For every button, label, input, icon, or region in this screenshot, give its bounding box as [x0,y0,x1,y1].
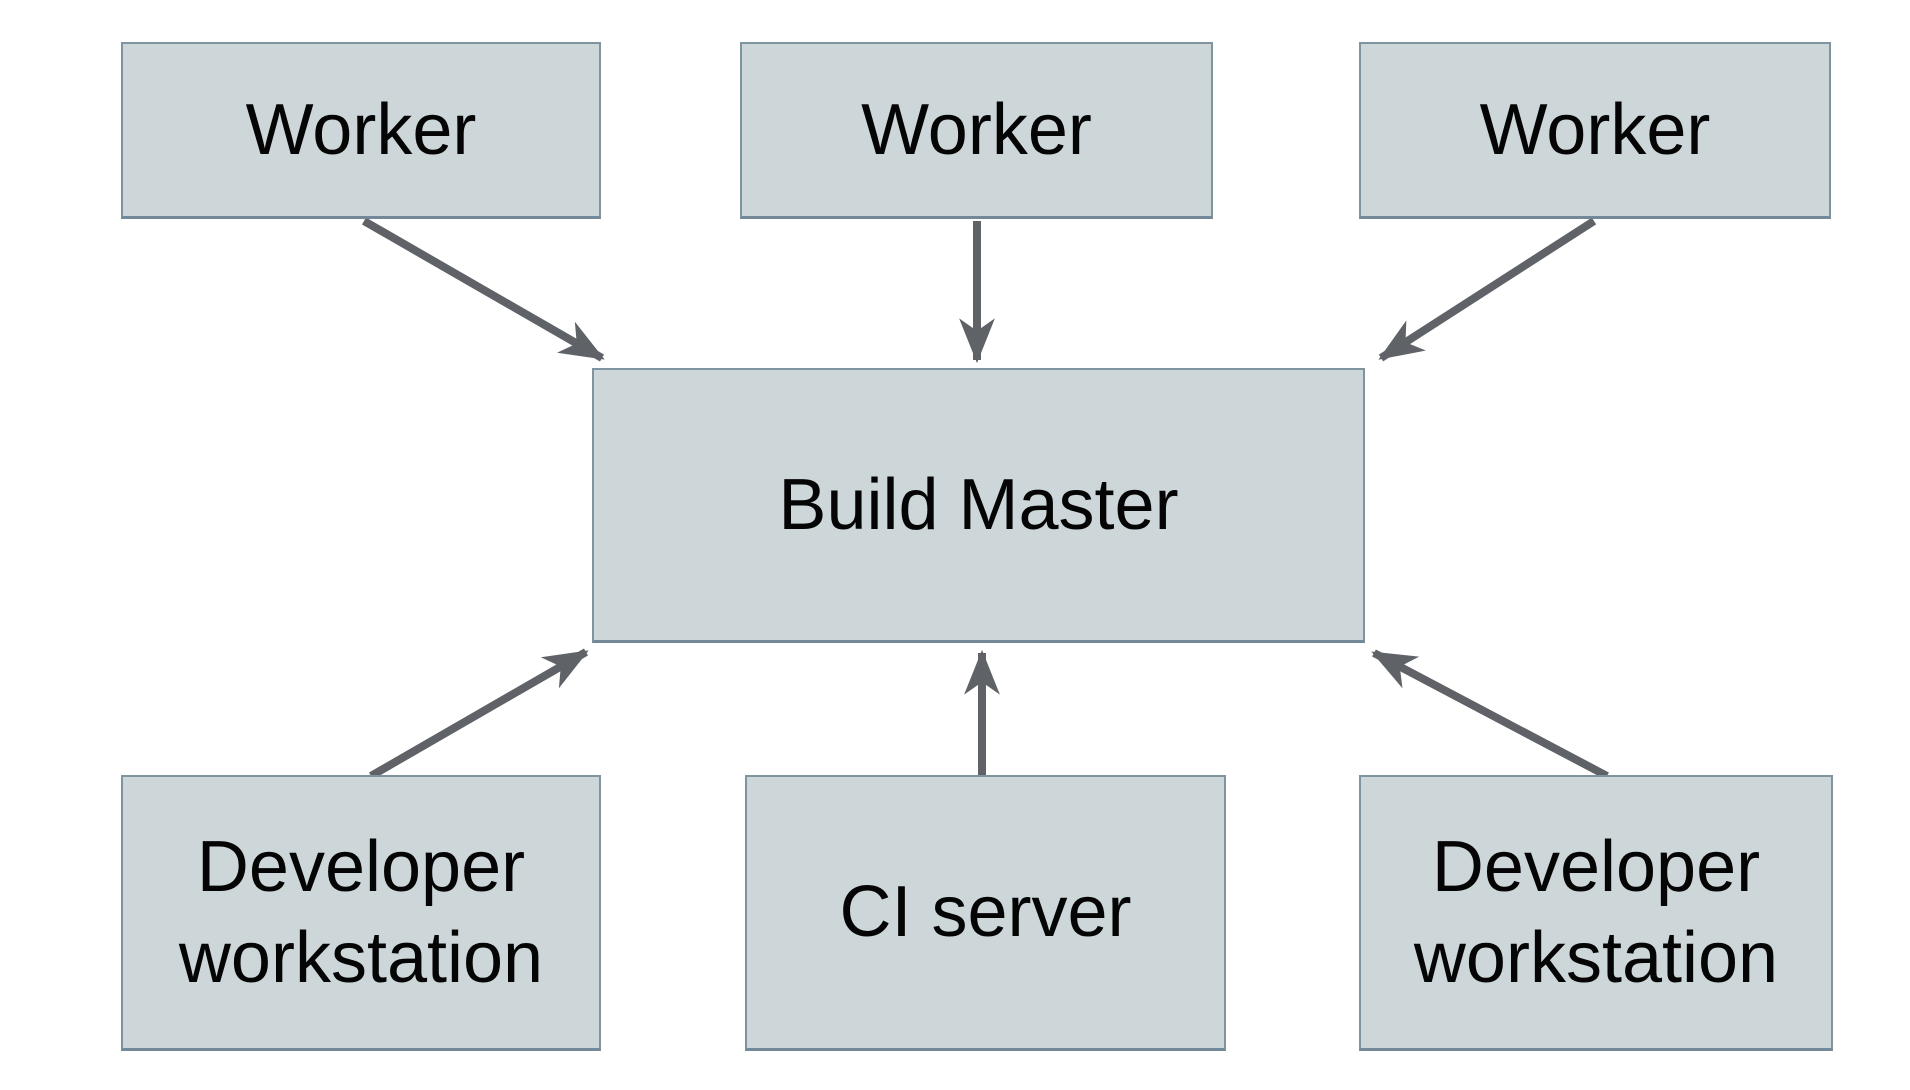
node-developer-workstation-right: Developer workstation [1359,775,1833,1051]
node-developer-workstation-left: Developer workstation [121,775,601,1051]
node-build-master-label: Build Master [778,464,1179,545]
node-worker-top-center: Worker [740,42,1213,219]
node-worker-top-left: Worker [121,42,601,219]
node-worker-top-right-label: Worker [1479,89,1711,170]
node-worker-top-left-label: Worker [245,89,477,170]
node-build-master: Build Master [592,368,1365,643]
arrow-worker3-to-build-master [1378,217,1597,362]
arrow-dev-right-to-build-master [1371,649,1609,780]
node-ci-server: CI server [745,775,1226,1051]
arrow-worker1-to-build-master [362,217,605,362]
node-developer-workstation-right-label: Developer workstation [1413,826,1779,998]
arrow-dev-left-to-build-master [369,648,589,780]
node-worker-top-center-label: Worker [861,89,1092,170]
node-ci-server-label: CI server [839,872,1132,953]
node-developer-workstation-left-label: Developer workstation [178,826,544,998]
node-worker-top-right: Worker [1359,42,1831,219]
